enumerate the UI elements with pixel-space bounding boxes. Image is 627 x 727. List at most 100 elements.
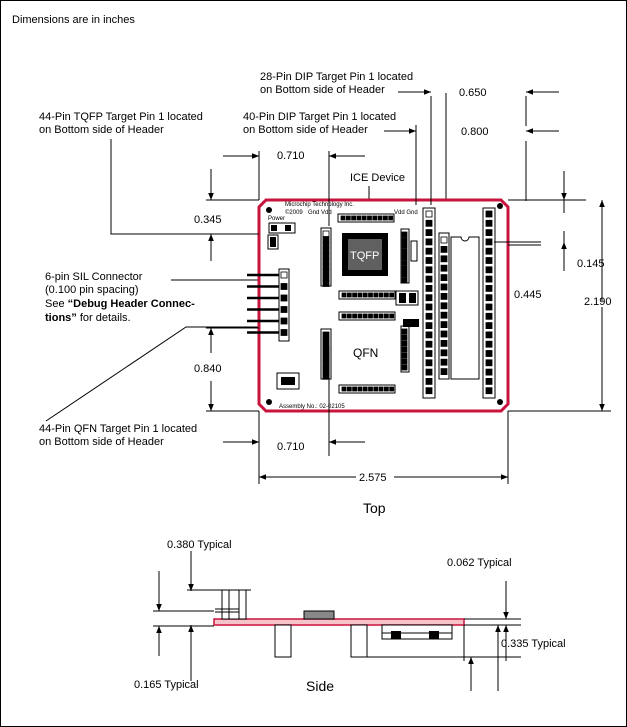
pin-pad bbox=[425, 340, 433, 348]
dimension-lines: 0.650 0.800 0.710 0.345 0.145 0.445 bbox=[194, 87, 612, 484]
dip28-callout-line2: on Bottom side of Header bbox=[260, 84, 385, 96]
pin-pad bbox=[401, 254, 408, 261]
dim-0335-typical: 0.335 Typical bbox=[501, 638, 566, 650]
pin-pad bbox=[440, 358, 448, 366]
pin-pad bbox=[322, 361, 330, 368]
pin-pad bbox=[485, 210, 493, 218]
pin-pad bbox=[425, 257, 433, 264]
pin-pad bbox=[322, 331, 330, 339]
pin-pad bbox=[362, 292, 368, 298]
pin-pad bbox=[440, 302, 448, 310]
mounting-hole-br bbox=[497, 399, 503, 405]
mounting-hole-tl bbox=[266, 207, 272, 213]
pin-pad bbox=[401, 328, 408, 335]
sil-connector bbox=[278, 268, 290, 342]
pin-pad bbox=[485, 322, 493, 330]
pin-pad bbox=[373, 313, 379, 319]
pin-pad bbox=[352, 313, 358, 319]
pin-pad bbox=[440, 311, 448, 319]
pin-pad bbox=[401, 231, 408, 238]
tqfp-callout-line1: 44-Pin TQFP Target Pin 1 located bbox=[39, 111, 203, 123]
pin-pad bbox=[425, 312, 433, 320]
pin-pad bbox=[357, 313, 363, 319]
pin-pad bbox=[485, 238, 493, 246]
pin-pad bbox=[485, 257, 493, 264]
pin-pad bbox=[373, 292, 379, 298]
pin-pad bbox=[382, 215, 388, 221]
pin-pad bbox=[368, 313, 373, 319]
side-bottom-header-left bbox=[274, 624, 292, 658]
board-side-view: 0.380 Typical 0.165 Typical 0.062 Typica… bbox=[134, 539, 566, 691]
pin-pad bbox=[485, 387, 493, 395]
pin-pad bbox=[280, 294, 288, 302]
pin-pad bbox=[440, 339, 448, 347]
pin-pad bbox=[485, 368, 493, 376]
pin-pad bbox=[322, 372, 330, 380]
pin-pad bbox=[351, 215, 357, 221]
pin-pad bbox=[346, 386, 352, 392]
pin-pad bbox=[485, 275, 493, 283]
pin-pad bbox=[280, 271, 288, 279]
ice-device-label: ICE Device bbox=[350, 172, 405, 184]
pin-pad bbox=[401, 340, 408, 347]
pin-pad bbox=[440, 292, 448, 300]
sil-callout-line3: See “Debug Header Connec- bbox=[45, 298, 195, 310]
pin-pad bbox=[485, 229, 493, 237]
pin-pad bbox=[485, 266, 493, 274]
pin-pad bbox=[401, 248, 408, 255]
pin-pad bbox=[485, 219, 493, 227]
pin-pad bbox=[401, 265, 408, 272]
pin-pad bbox=[389, 313, 395, 319]
tqfp-callout-line2: on Bottom side of Header bbox=[39, 124, 164, 136]
dim-0165-typical: 0.165 Typical bbox=[134, 679, 199, 691]
dip28-socket bbox=[422, 207, 436, 399]
sil-callout-line4: tions” for details. bbox=[45, 312, 131, 324]
pin-pad bbox=[280, 283, 288, 290]
pin-pad bbox=[485, 359, 493, 367]
tqfp-bottom-strip bbox=[338, 290, 396, 300]
pin-pad bbox=[383, 292, 389, 298]
dip40-left-header bbox=[320, 227, 332, 287]
dip-ic-body bbox=[450, 236, 480, 380]
pin-pad bbox=[373, 386, 379, 392]
pin-pad bbox=[352, 292, 358, 298]
dip40-right-socket bbox=[482, 207, 496, 399]
pin-pad bbox=[485, 331, 493, 339]
pin-pad bbox=[440, 274, 448, 282]
pin-pad bbox=[345, 215, 351, 221]
pin-pad bbox=[322, 366, 330, 374]
pin-pad bbox=[425, 219, 433, 227]
pin-pad bbox=[440, 349, 448, 357]
pin-pad bbox=[368, 292, 373, 298]
pin-pad bbox=[377, 215, 383, 221]
dim-0800: 0.800 bbox=[461, 126, 489, 138]
side-pcb bbox=[213, 618, 465, 626]
mounting-hole-tr bbox=[497, 203, 503, 209]
board-copyright: ©2009 bbox=[285, 209, 303, 216]
pin-pad bbox=[322, 280, 330, 287]
pin-pad bbox=[357, 386, 363, 392]
pin-pad bbox=[378, 386, 384, 392]
pin-pad bbox=[357, 292, 363, 298]
pin-pad bbox=[280, 317, 288, 325]
dip40-callout-line1: 40-Pin DIP Target Pin 1 located bbox=[243, 111, 396, 123]
pin-pad bbox=[383, 386, 389, 392]
right-components bbox=[395, 240, 419, 327]
tqfp-ice-chip: TQFP bbox=[342, 233, 388, 276]
pin-pad bbox=[485, 377, 493, 385]
dip28-callout-line1: 28-Pin DIP Target Pin 1 located bbox=[260, 71, 413, 83]
top-view-label: Top bbox=[363, 500, 386, 516]
qfn-callout-line2: on Bottom side of Header bbox=[39, 436, 164, 448]
pin-pad bbox=[401, 237, 408, 244]
pin-pad bbox=[389, 386, 395, 392]
dim-0062-typical: 0.062 Typical bbox=[447, 557, 512, 569]
pin-pad bbox=[322, 355, 330, 363]
pin-pad bbox=[425, 350, 433, 357]
assembly-label: Assembly No.: 02-02105 bbox=[279, 404, 345, 410]
pin-pad bbox=[425, 247, 433, 255]
pin-pad bbox=[425, 322, 433, 330]
pin-pad bbox=[425, 359, 433, 367]
sil-callout-line2: (0.100 pin spacing) bbox=[45, 284, 139, 296]
pin-pad bbox=[425, 229, 433, 237]
